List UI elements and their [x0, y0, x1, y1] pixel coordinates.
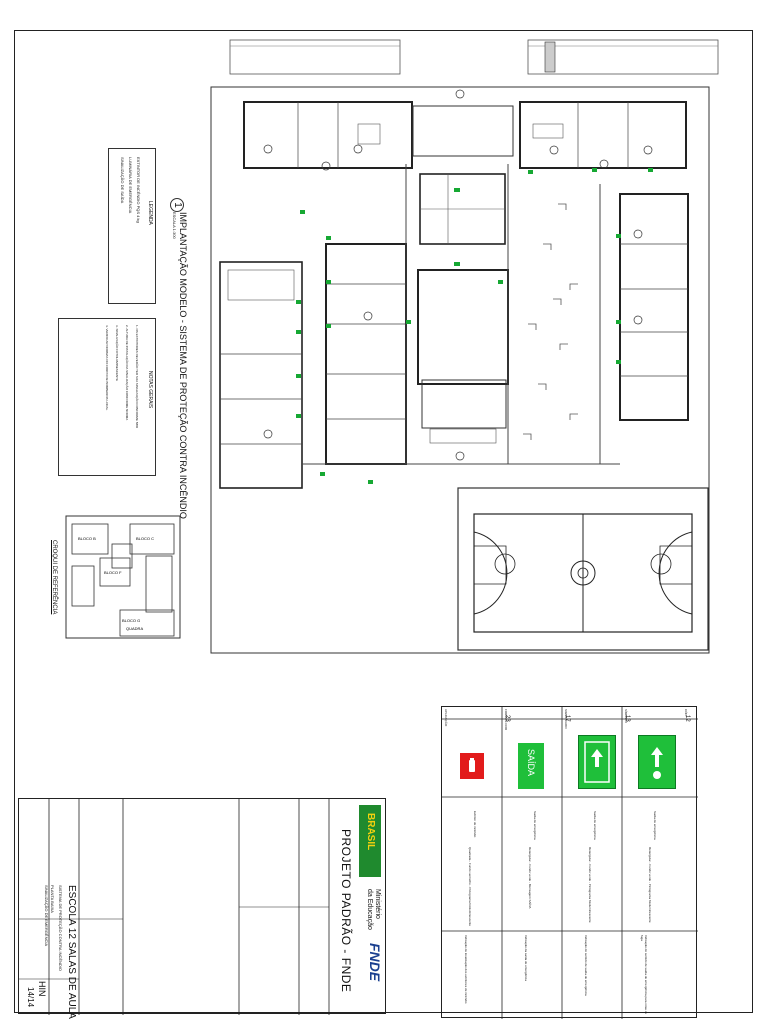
top-elevation	[229, 39, 719, 75]
content-line2: SINALIZAÇÃO DE EMERGÊNCIA	[44, 885, 49, 947]
block-label: QUADRA	[126, 626, 143, 631]
reference-title: CROQUI DE REFERÊNCIA	[51, 540, 57, 615]
sheet-number: 14/14	[26, 987, 35, 1008]
sign-form: Quadrada - Fundo vermelho - Pictograma f…	[468, 847, 472, 927]
ministry-line2: da Educação	[366, 889, 373, 930]
sign-form: Retangular - Fundo verde - Pictograma fo…	[588, 847, 592, 923]
note-item: 3- SINALIZAÇÃO FOTOLUMINESCENTE	[115, 325, 119, 381]
sign-form: Retangular - Fundo verde - Pictograma fo…	[648, 847, 652, 923]
sign-application: Indicação do sentido de saída de emergên…	[640, 935, 648, 1015]
project-title: PROJETO PADRÃO - FNDE	[339, 829, 353, 993]
sign-application: Indicação de localização dos extintores …	[464, 935, 468, 1004]
brasil-logo-icon: BRASIL	[359, 805, 381, 877]
sheet-code: HIN	[37, 981, 47, 997]
sign-meaning: Saída de emergência	[653, 811, 657, 840]
fire-extinguisher-sign-icon	[460, 753, 484, 779]
legend-box: LEGENDA EXTINTOR DE INCÊNDIO PQS 4 kg LU…	[108, 148, 156, 304]
notes-title: NOTAS GERAIS	[147, 371, 153, 409]
legend-item: LUMINÁRIA DE EMERGÊNCIA	[128, 157, 133, 214]
notes-box: NOTAS GERAIS 1- OS EXTINTORES DEVERÃO TE…	[58, 318, 156, 476]
sign-application: Indicação da saída de emergência	[524, 935, 528, 981]
exit-arrow-sign-icon	[578, 735, 616, 789]
table-header: APLICAÇÃO	[444, 709, 448, 727]
discipline: SISTEMA DE PROTEÇÃO CONTRA INCÊNDIO	[58, 885, 63, 972]
sign-code: 12	[684, 715, 690, 722]
sign-meaning: Extintor de incêndio	[473, 811, 477, 838]
title-block: BRASIL Ministério da Educação FNDE PROJE…	[18, 798, 386, 1019]
sign-form: Retangular - Fundo verde - Mensagem SAÍD…	[528, 847, 532, 909]
plan-scale: ESCALA 1:300	[172, 212, 177, 239]
title-block-grid	[19, 799, 330, 1015]
block-label: BLOCO B	[78, 536, 96, 541]
sign-code: 23	[504, 715, 510, 722]
sign-application: Indicação do sentido de saída de emergên…	[584, 935, 588, 996]
legend-item: SINALIZAÇÃO DE SAÍDA	[120, 157, 125, 204]
legend-title: LEGENDA	[147, 201, 153, 225]
legend-item: EXTINTOR DE INCÊNDIO PQS 4 kg	[136, 157, 141, 223]
signs-table-grid	[442, 707, 698, 1019]
fnde-logo: FNDE	[367, 943, 383, 982]
emergency-exit-sign-icon	[638, 735, 676, 789]
reference-sketch: BLOCO B BLOCO C BLOCO F BLOCO G QUADRA	[65, 515, 181, 639]
sign-code: 17	[564, 715, 570, 722]
saida-text: SAÍDA	[526, 749, 536, 777]
sign-meaning: Saída de emergência	[593, 811, 597, 840]
brasil-logo-text: BRASIL	[365, 813, 376, 851]
note-item: 2- ALTURA DE INSTALAÇÃO DA SINALIZAÇÃO C…	[125, 325, 129, 421]
block-label: BLOCO F	[104, 570, 122, 575]
content-line1: PLANTA BAIXA	[50, 885, 55, 913]
note-item: 1- OS EXTINTORES DEVERÃO TER SUA SINALIZ…	[135, 325, 139, 429]
school-title: ESCOLA 12 SALAS DE AULA	[66, 885, 77, 1019]
saida-sign-icon: SAÍDA	[518, 743, 544, 789]
site-plan	[210, 86, 710, 654]
block-label: BLOCO G	[122, 618, 140, 623]
ministry-line1: Ministério	[374, 889, 381, 919]
sheet-frame	[14, 30, 753, 1013]
note-item: 4- VERIFICAR NORMAS DO CORPO DE BOMBEIRO…	[105, 325, 109, 411]
sign-meaning: Saída de emergência	[533, 811, 537, 840]
plan-title: IMPLANTAÇÃO MODELO - SISTEMA DE PROTEÇÃO…	[178, 212, 188, 519]
signs-table: CÓD. SÍMBOLO SIGNIFICADO FORMA E COR APL…	[441, 706, 698, 1019]
sign-code: 13	[624, 715, 630, 722]
plan-title-number: 1	[170, 198, 184, 212]
block-label: BLOCO C	[136, 536, 154, 541]
